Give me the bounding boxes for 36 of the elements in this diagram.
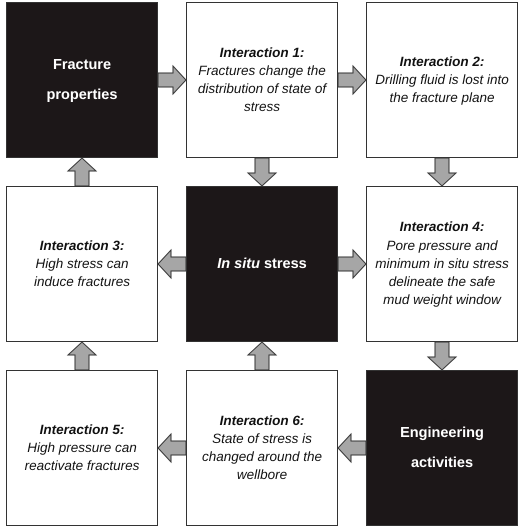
interaction-box bbox=[366, 2, 518, 158]
block-arrow bbox=[426, 342, 458, 371]
box-title: Engineering activities bbox=[399, 424, 485, 473]
box-text: Fractures change the distribution of state of stress bbox=[196, 62, 328, 116]
box-title: In situ stress bbox=[217, 254, 307, 274]
box-text: Pore pressure and minimum in situ stress delineate the safe mud weight window bbox=[375, 236, 509, 310]
block-arrow bbox=[157, 248, 186, 280]
block-arrow bbox=[338, 248, 367, 280]
block-arrow bbox=[246, 158, 278, 187]
highlight-box bbox=[6, 2, 158, 158]
box-heading: Interaction 3: bbox=[40, 236, 124, 255]
interaction-box bbox=[186, 2, 338, 158]
interaction-box bbox=[6, 186, 158, 342]
block-arrow bbox=[246, 341, 278, 370]
highlight-box bbox=[366, 370, 518, 526]
block-arrow bbox=[157, 432, 186, 464]
block-arrow bbox=[66, 341, 98, 370]
box-text: State of stress is changed around the wellbore bbox=[200, 430, 324, 484]
block-arrow bbox=[426, 158, 458, 187]
highlight-box bbox=[186, 186, 338, 342]
box-heading: Interaction 5: bbox=[40, 420, 124, 439]
box-heading: Interaction 1: bbox=[220, 44, 304, 62]
box-text: High stress can induce fractures bbox=[32, 254, 132, 292]
block-arrow bbox=[337, 432, 366, 464]
block-arrow bbox=[66, 157, 98, 186]
box-heading: Interaction 6: bbox=[220, 412, 304, 430]
box-text: High pressure can reactivate fractures bbox=[24, 438, 140, 476]
block-arrow bbox=[338, 64, 367, 96]
box-heading: Interaction 2: bbox=[400, 52, 484, 71]
box-heading: Interaction 4: bbox=[400, 218, 484, 236]
interaction-box bbox=[366, 186, 518, 342]
box-text: Drilling fluid is lost into the fracture plane bbox=[375, 70, 509, 108]
box-title: Fracture properties bbox=[46, 56, 118, 105]
interaction-box bbox=[6, 370, 158, 526]
interaction-box bbox=[186, 370, 338, 526]
block-arrow bbox=[158, 64, 187, 96]
